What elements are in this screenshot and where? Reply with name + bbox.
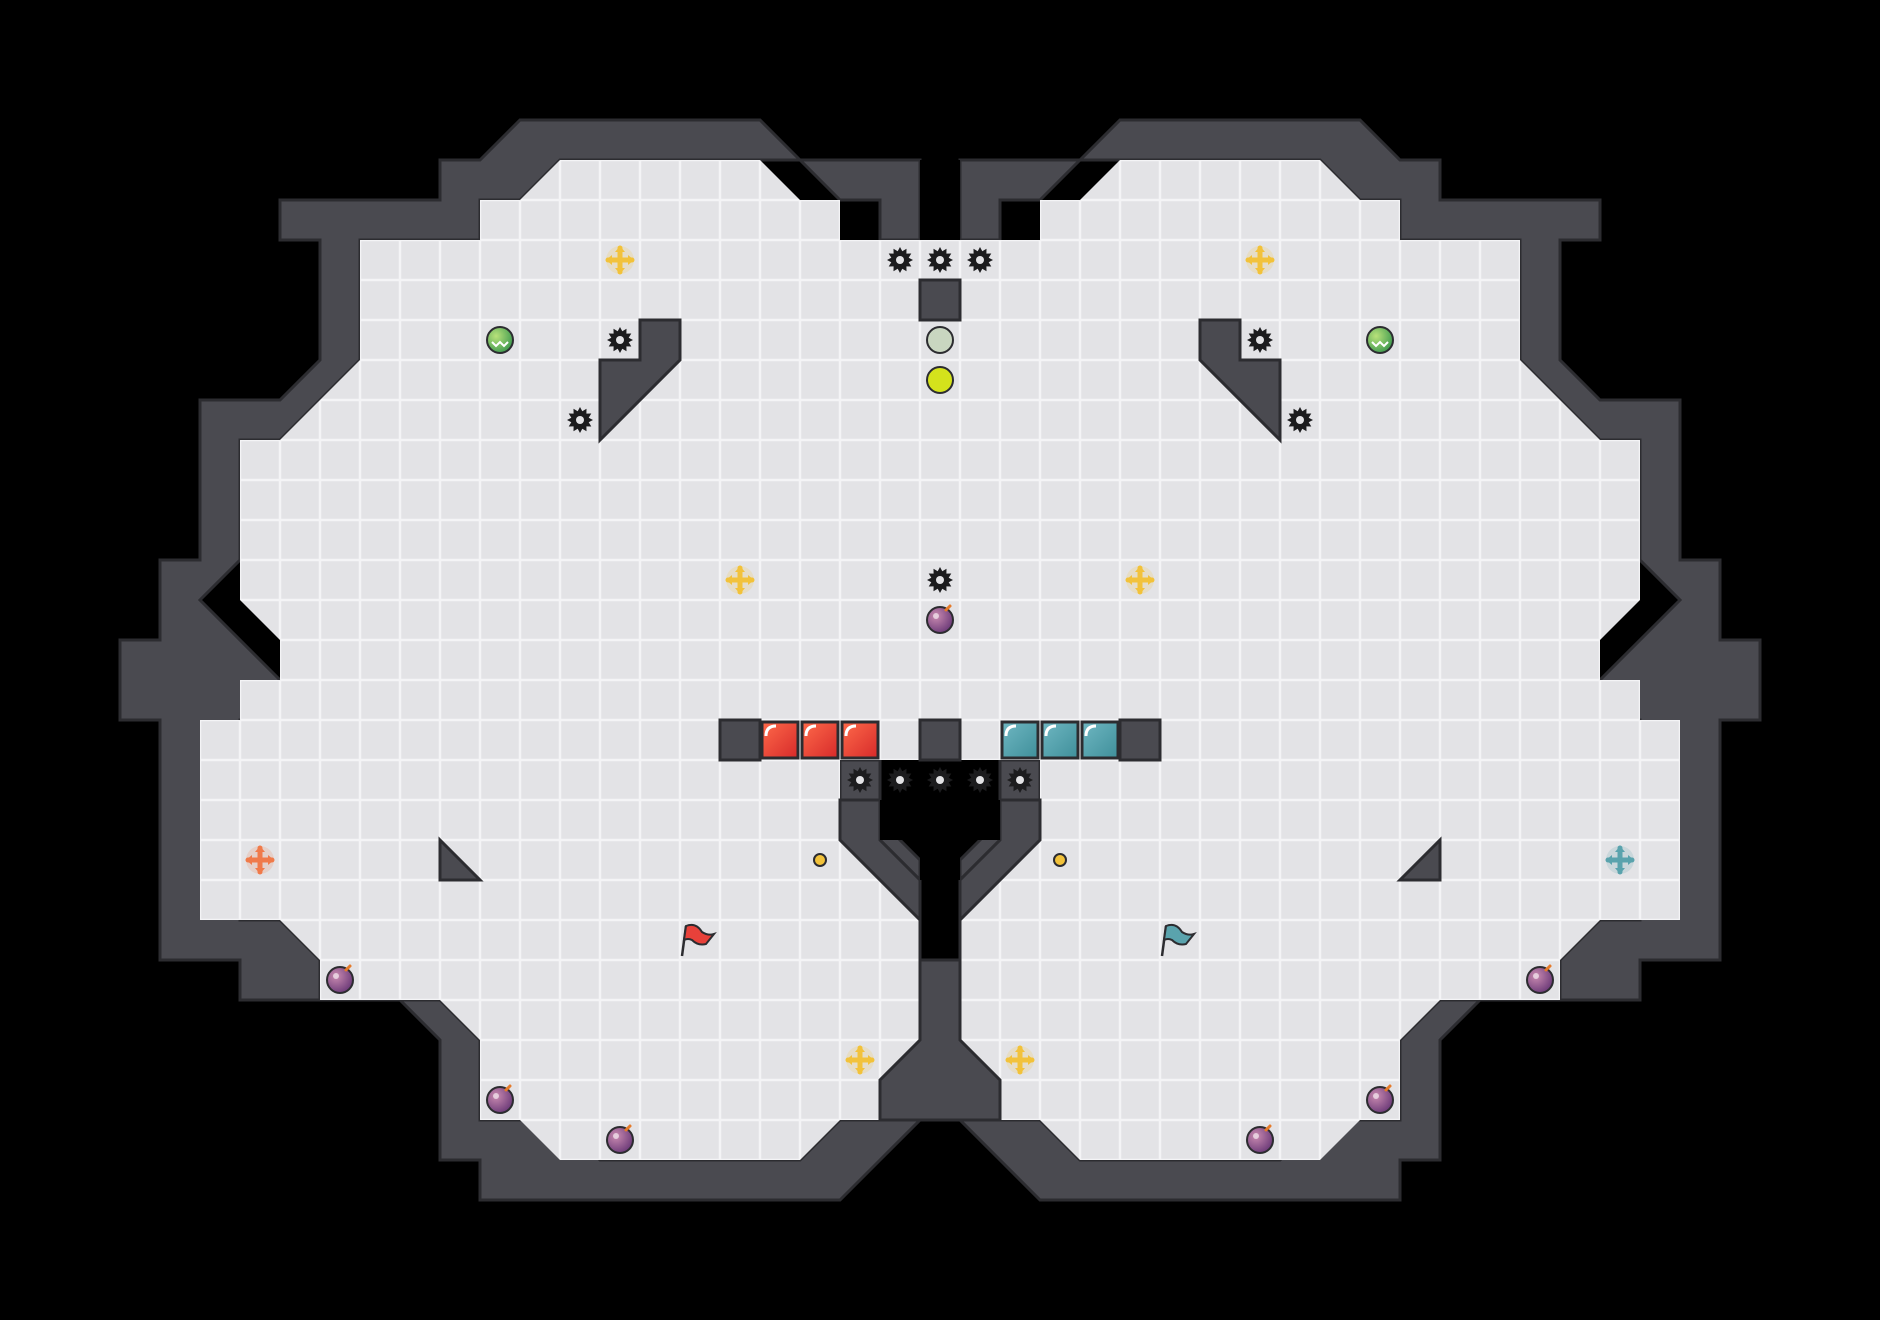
inner-walls: [438, 278, 1442, 882]
spike-icon: [847, 767, 873, 793]
center-funnel-hole: [880, 800, 1000, 880]
red-gate-tile: [800, 720, 840, 760]
blue-gate-tile: [1040, 720, 1080, 760]
right-lobe: [958, 118, 1762, 1202]
boost-icon: [845, 1045, 875, 1075]
right-gate-cap: [1118, 718, 1162, 762]
spike-icon: [927, 767, 953, 793]
center-top-notch: [920, 160, 960, 240]
red-gate-tile: [840, 720, 880, 760]
bomb-icon: [1526, 964, 1554, 994]
bomb-icon: [486, 1084, 514, 1114]
blue-flag-icon: [1160, 923, 1197, 957]
flags-layer: [680, 923, 1197, 957]
neutral-orb-icon: [926, 326, 954, 354]
left-lobe: [118, 118, 922, 1202]
bomb-icon: [926, 604, 954, 634]
red-boost-icon: [245, 845, 275, 875]
button-icon: [813, 853, 827, 867]
spike-icon: [887, 247, 913, 273]
right-lobe-floor: [960, 160, 1680, 1160]
spike-icon: [927, 247, 953, 273]
blue-boost-icon: [1605, 845, 1635, 875]
boosts-layer: [245, 245, 1635, 1075]
spike-icon: [607, 327, 633, 353]
center-funnel-wall: [838, 798, 1042, 1122]
boost-icon: [1125, 565, 1155, 595]
left-small-triangle: [438, 836, 484, 882]
bomb-icon: [1246, 1124, 1274, 1154]
button-icon: [1053, 853, 1067, 867]
powerup-icon: [1366, 326, 1394, 354]
spike-icon: [967, 767, 993, 793]
spike-icon: [967, 247, 993, 273]
left-lobe-floor: [200, 160, 920, 1160]
active-orb-icon: [926, 366, 954, 394]
spikes-layer: [567, 247, 1313, 793]
red-gate-tile: [760, 720, 800, 760]
spike-icon: [1287, 407, 1313, 433]
powerup-icon: [486, 326, 514, 354]
center-block-mid: [918, 718, 962, 762]
left-ramp-wall: [598, 318, 682, 444]
boost-icon: [1245, 245, 1275, 275]
center-block-top: [918, 278, 962, 322]
spike-icon: [1007, 767, 1033, 793]
boost-icon: [725, 565, 755, 595]
spike-icon: [567, 407, 593, 433]
spike-icon: [927, 567, 953, 593]
bomb-icon: [326, 964, 354, 994]
left-gate-cap: [718, 718, 762, 762]
boost-icon: [605, 245, 635, 275]
spike-icon: [1247, 327, 1273, 353]
bombs-layer: [326, 604, 1554, 1154]
bomb-icon: [1366, 1084, 1394, 1114]
gate-tiles: [760, 720, 1120, 760]
right-small-triangle: [1396, 836, 1442, 882]
blue-gate-tile: [1080, 720, 1120, 760]
bomb-icon: [606, 1124, 634, 1154]
boost-icon: [1005, 1045, 1035, 1075]
blue-gate-tile: [1000, 720, 1040, 760]
red-flag-icon: [680, 923, 717, 957]
spike-icon: [887, 767, 913, 793]
orbs-layer: [486, 326, 1394, 867]
right-ramp-wall: [1198, 318, 1282, 444]
